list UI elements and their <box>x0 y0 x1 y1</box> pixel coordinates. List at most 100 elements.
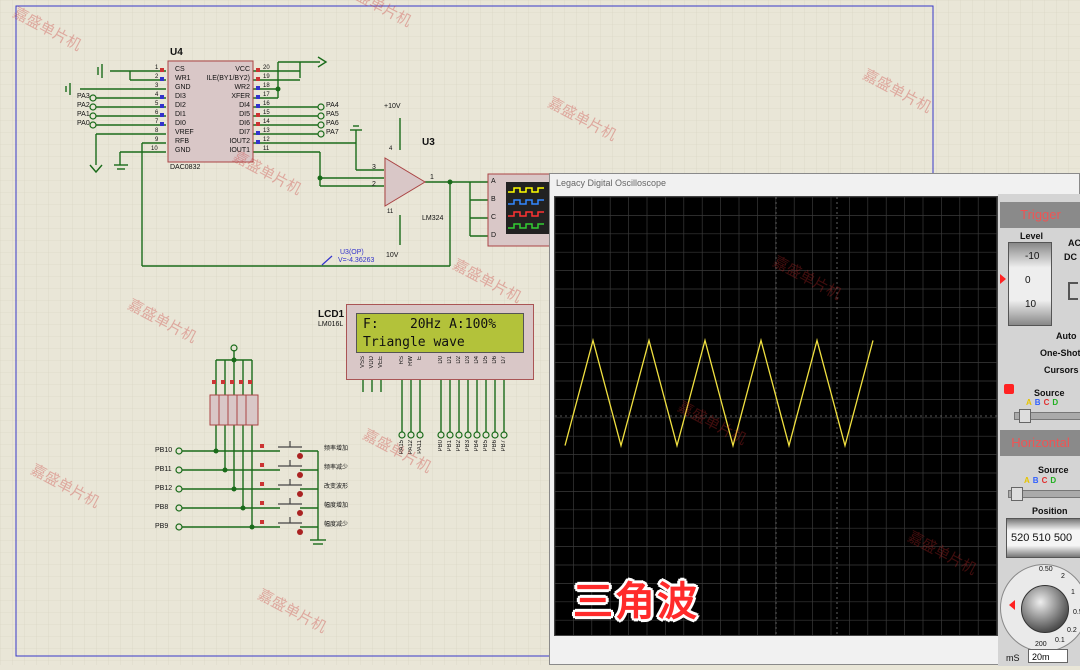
dac-pin-name: CS <box>175 66 185 73</box>
one-shot-button[interactable]: One-Shot <box>1040 348 1080 358</box>
triangle-trace <box>564 337 874 449</box>
dac-pin-number: 13 <box>263 128 270 134</box>
dac-ref: U4 <box>170 47 183 58</box>
dac-pin-number: 16 <box>263 101 270 107</box>
position-label: Position <box>1032 506 1068 516</box>
dial-value: 0.5 <box>1073 609 1080 616</box>
dac-pin-number: 10 <box>151 146 158 152</box>
dac-pin-name: DI4 <box>239 102 250 109</box>
waveform-caption: 三角波 <box>573 579 699 625</box>
port-terminals <box>89 94 508 531</box>
dial-value: 200 <box>1035 641 1047 648</box>
port-label: PA3 <box>77 93 90 100</box>
dac-pin-name: DI1 <box>175 111 186 118</box>
record-icon[interactable] <box>1004 384 1014 394</box>
push-buttons[interactable] <box>278 441 303 535</box>
lcd-pin-name: D0 <box>438 356 444 364</box>
port-label: PA6 <box>326 120 339 127</box>
position-knob[interactable]: 520 510 500 <box>1006 518 1080 558</box>
opamp-body[interactable] <box>384 157 426 207</box>
voltage-probe-icon[interactable] <box>321 255 333 266</box>
port-label: PA1 <box>77 111 90 118</box>
dac-pin-name: GND <box>175 84 191 91</box>
scope-display <box>554 196 997 635</box>
horizontal-source-slider[interactable] <box>1008 487 1080 501</box>
dial-value: 0.2 <box>1067 627 1077 634</box>
timebase-marker-icon <box>1009 600 1015 610</box>
dac-pin-name: VREF <box>175 129 194 136</box>
lcd-ref: LCD1 <box>318 309 345 320</box>
opamp-supply-neg: 10V <box>386 252 399 259</box>
button-port-label: PB10 <box>155 447 173 454</box>
dac-pin-number: 20 <box>263 65 270 71</box>
dac-pin-name: GND <box>175 147 191 154</box>
button-function-label: 频率增加 <box>324 446 349 452</box>
channel-a-option[interactable]: A <box>1024 476 1030 485</box>
dial-value: 2 <box>1061 573 1065 580</box>
button-function-label: 幅度增加 <box>324 503 349 509</box>
auto-button[interactable]: Auto <box>1056 331 1077 341</box>
dac-pin-name: VCC <box>235 66 250 73</box>
dac-pin-name: DI7 <box>239 129 250 136</box>
channel-a-option[interactable]: A <box>1026 398 1032 407</box>
opamp-pin-minus: 2 <box>372 181 376 188</box>
timebase-knob[interactable] <box>1021 585 1069 633</box>
resistor-pack[interactable] <box>209 394 259 426</box>
port-label: PA2 <box>77 102 90 109</box>
timebase-field[interactable]: 20m <box>1028 649 1068 663</box>
port-label: PB3 <box>465 440 471 452</box>
port-label: PA0 <box>77 120 90 127</box>
lcd-pin-name: RS <box>399 356 405 365</box>
button-port-label: PB8 <box>155 504 169 511</box>
channel-c-option[interactable]: C <box>1041 476 1048 485</box>
horizontal-header: Horizontal <box>1000 430 1080 456</box>
dac-pin-number: 12 <box>263 137 270 143</box>
timebase-unit: mS <box>1006 653 1020 663</box>
dac-pin-name: DI6 <box>239 120 250 127</box>
opamp-pin-top: 4 <box>389 146 393 152</box>
opamp-pin-out: 1 <box>430 174 434 181</box>
dac-pin-number: 18 <box>263 83 270 89</box>
dial-value: 0.50 <box>1039 566 1053 573</box>
dac-pin-number: 14 <box>263 119 270 125</box>
lcd-pin-name: RW <box>408 356 414 366</box>
probe-value: V=-4.36263 <box>338 257 375 264</box>
dial-value: 0.1 <box>1055 637 1065 644</box>
dac-body[interactable] <box>167 60 254 163</box>
ac-button[interactable]: AC <box>1068 238 1080 248</box>
channel-d-option[interactable]: D <box>1050 476 1057 485</box>
opamp-pin-plus: 3 <box>372 164 376 171</box>
trigger-source-slider[interactable] <box>1014 409 1080 423</box>
lcd-line-1: F: 20Hz A:100% <box>363 317 497 332</box>
probe-name: U3(OP) <box>340 249 364 256</box>
lcd-pin-name: D7 <box>501 356 507 364</box>
oscilloscope-screen: 嘉盛单片机 嘉盛单片机 嘉盛单片机 三角波 <box>554 196 998 636</box>
lcd-module[interactable]: F: 20Hz A:100% Triangle wave <box>346 304 534 380</box>
lcd-pin-name: VEE <box>378 356 384 369</box>
opamp-ref: U3 <box>422 137 435 148</box>
lcd-pin-name: D6 <box>492 356 498 364</box>
edge-icon[interactable] <box>1068 282 1078 300</box>
cursors-button[interactable]: Cursors <box>1044 365 1079 375</box>
ground-symbols <box>65 56 362 545</box>
channel-b-option[interactable]: B <box>1032 476 1039 485</box>
dc-button[interactable]: DC <box>1064 252 1077 262</box>
channel-b-option[interactable]: B <box>1034 398 1041 407</box>
dac-pin-number: 1 <box>155 65 159 71</box>
channel-c-option[interactable]: C <box>1043 398 1050 407</box>
lcd-pin-name: VSS <box>360 356 366 369</box>
button-function-label: 幅度减少 <box>324 522 349 528</box>
scope-input-label: C <box>491 214 497 221</box>
horizontal-source-label: Source <box>1038 465 1069 475</box>
lcd-pin-name: D5 <box>483 356 489 364</box>
channel-d-option[interactable]: D <box>1052 398 1059 407</box>
oscilloscope-window[interactable]: Legacy Digital Oscilloscope 嘉盛单片机 嘉盛单片机 … <box>549 173 1080 666</box>
opamp-pin-bottom: 11 <box>387 209 394 215</box>
level-tick: -10 <box>1025 251 1040 262</box>
port-label: PB0 <box>438 440 444 452</box>
